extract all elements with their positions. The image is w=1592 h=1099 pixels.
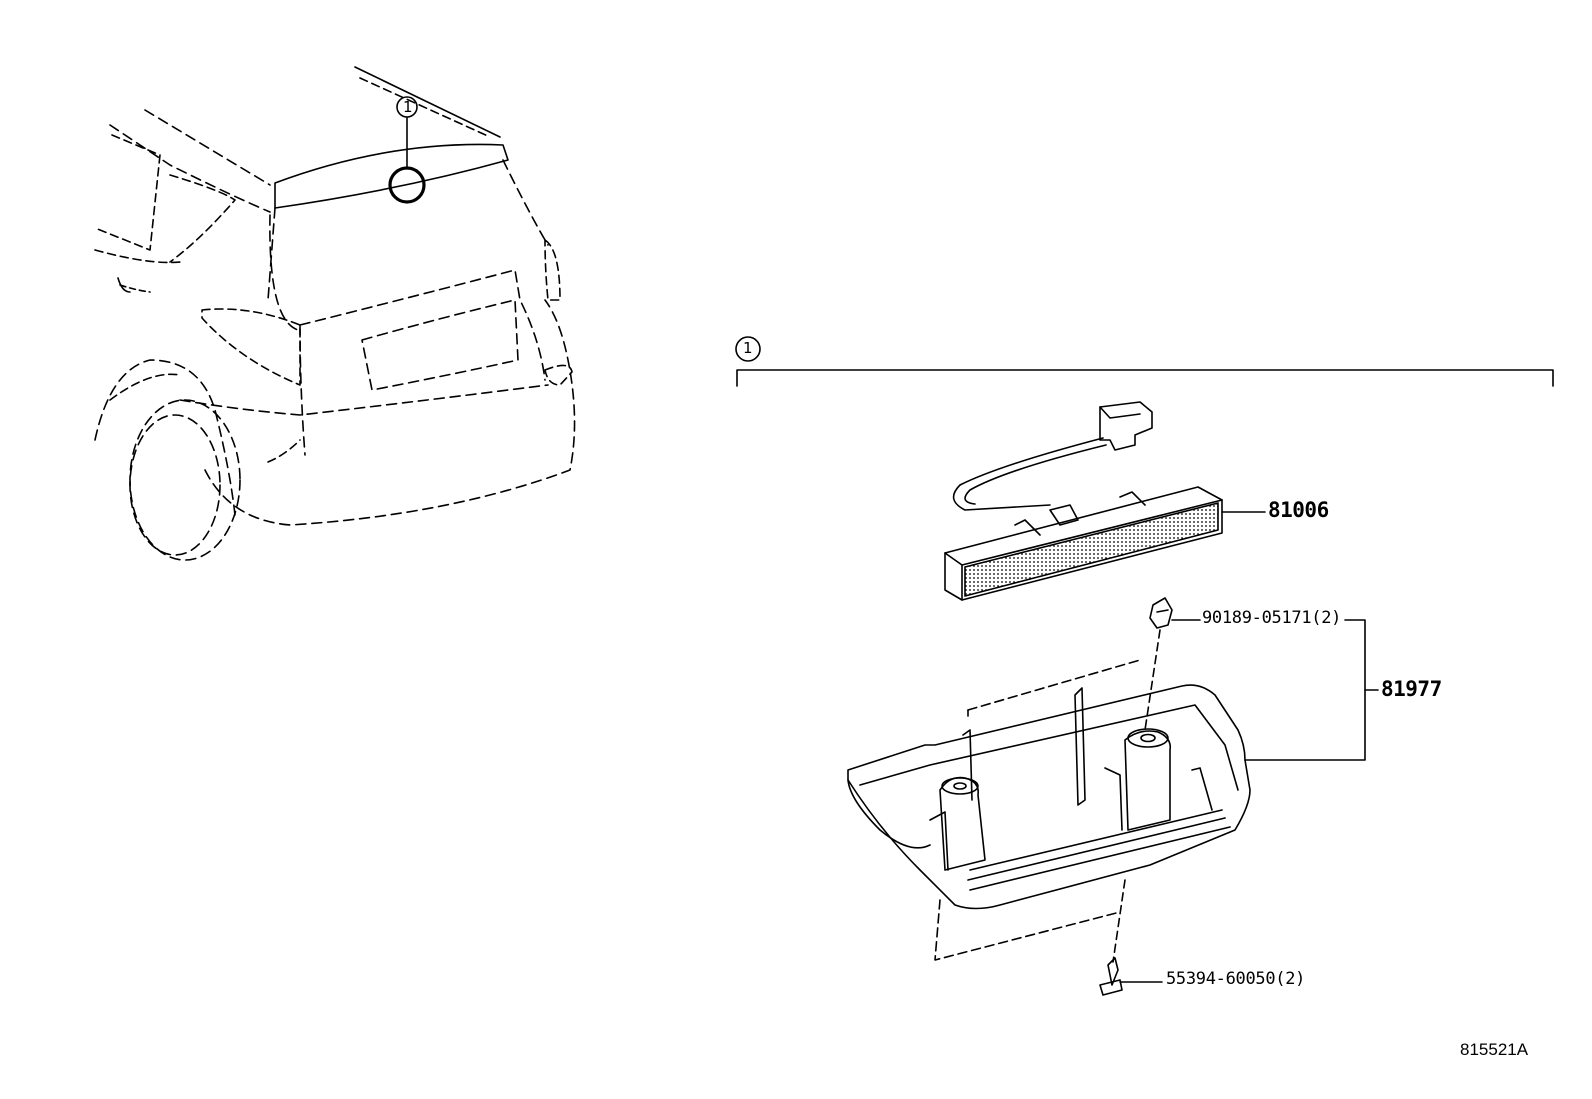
part-label-clip[interactable]: 90189-05171(2) bbox=[1202, 608, 1342, 628]
screw-part bbox=[1099, 957, 1163, 996]
vehicle-callout-number: 1 bbox=[403, 98, 413, 116]
figure-code: 815521A bbox=[1460, 1040, 1529, 1059]
stop-lamp-assembly bbox=[944, 401, 1266, 601]
assembly-bracket bbox=[735, 336, 1554, 387]
bracket-callout-number: 1 bbox=[743, 339, 753, 357]
part-label-screw[interactable]: 55394-60050(2) bbox=[1166, 969, 1306, 989]
part-label-81006[interactable]: 81006 bbox=[1268, 498, 1329, 522]
part-label-81977[interactable]: 81977 bbox=[1381, 677, 1442, 701]
vehicle-rear-illustration bbox=[94, 66, 576, 561]
lamp-cover bbox=[847, 659, 1251, 963]
clip-part bbox=[1144, 597, 1379, 761]
